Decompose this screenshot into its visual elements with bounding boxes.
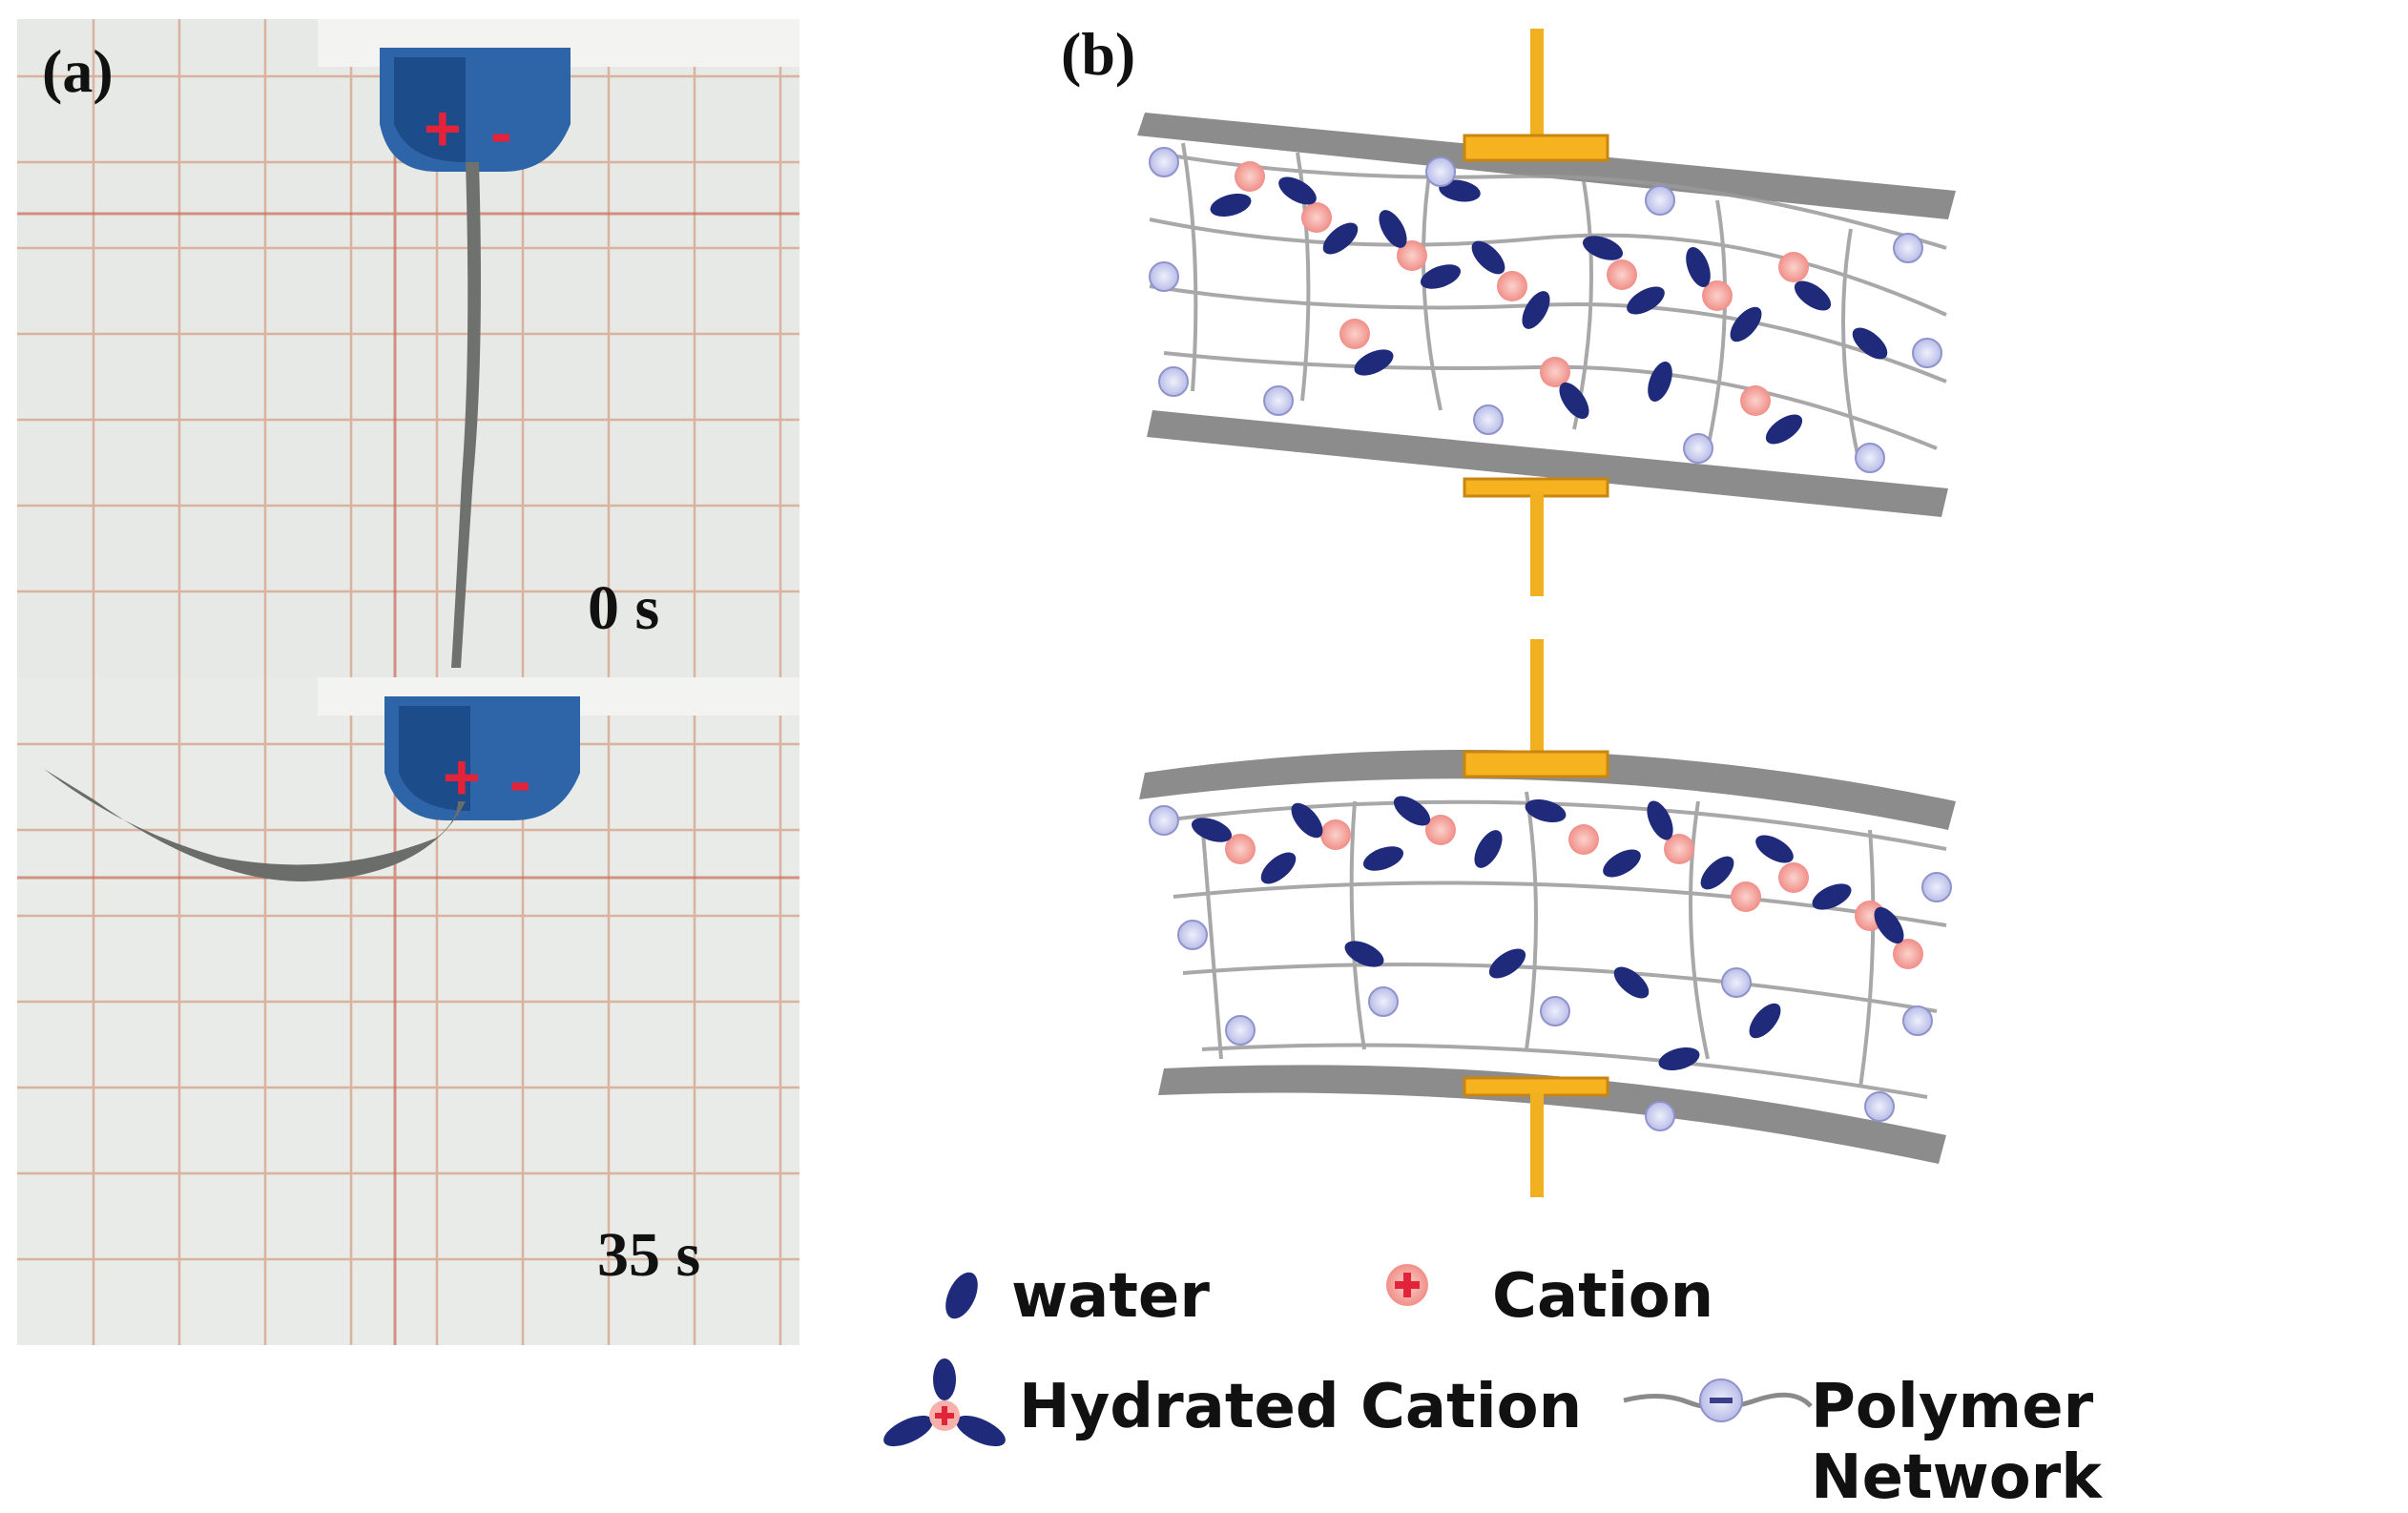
wire-bottom [1530, 491, 1544, 596]
actuator-schematic [1137, 29, 1956, 1197]
contact-pad [1463, 134, 1609, 162]
electrode-upper [1137, 113, 1956, 219]
contact-pad [1463, 750, 1609, 778]
photo-0s [17, 19, 799, 677]
polymer-network-icon [1623, 1378, 1813, 1422]
actuator-bent [1139, 639, 1956, 1197]
legend-label-water: water [1011, 1261, 1210, 1332]
minus-sign: - [490, 96, 512, 169]
cation-icon [1386, 1264, 1428, 1306]
plus-sign: + [424, 93, 462, 165]
hydrated-cation-icon [883, 1358, 1006, 1447]
water-molecule-icon [945, 1272, 978, 1319]
electrode-lower [1158, 1065, 1946, 1164]
time-label-35s: 35 s [597, 1220, 701, 1290]
panel-a: 0 s + - 35 s + - [17, 19, 799, 1355]
legend-label-polymer-network: Polymer Network [1811, 1372, 2102, 1513]
hydrated-cations [1225, 815, 1923, 969]
panel-label-a: (a) [42, 37, 114, 105]
wire-top [1530, 29, 1544, 153]
anions [1149, 147, 1942, 473]
water-molecules [1191, 796, 1904, 1071]
panel-label-b: (b) [1061, 20, 1136, 88]
minus-sign: - [509, 745, 531, 818]
electrode-lower [1147, 410, 1948, 517]
actuator-unbent [1137, 29, 1956, 596]
electrode-upper [1139, 750, 1956, 830]
legend-label-cation: Cation [1492, 1261, 1714, 1332]
legend-label-hydrated-cation: Hydrated Cation [1019, 1372, 1583, 1442]
hydrated-cations [1235, 161, 1809, 416]
wire-top [1530, 639, 1544, 763]
polymer-chains [1163, 791, 1947, 1099]
plus-sign: + [443, 741, 481, 814]
legend: water Cation Hydrated Cation Polymer Net… [878, 1240, 2404, 1513]
water-molecules [1210, 176, 1888, 445]
wire-bottom [1530, 1092, 1544, 1197]
time-label-0s: 0 s [588, 573, 660, 643]
anions [1149, 805, 1952, 1131]
photo-35s [17, 677, 799, 1345]
